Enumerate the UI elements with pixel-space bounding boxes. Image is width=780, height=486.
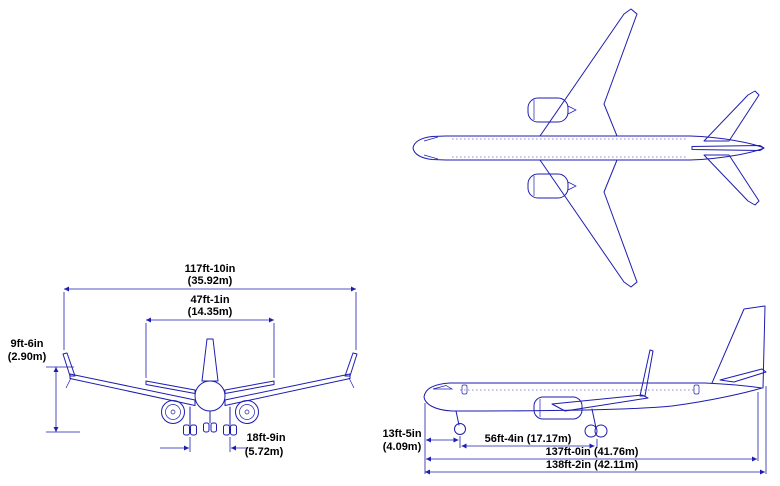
side-view-nose-gear-wheel bbox=[454, 423, 466, 435]
gear-track-dim-metric: (5.72m) bbox=[245, 446, 284, 458]
top-view-left-wing bbox=[539, 8, 638, 137]
front-view-fuselage bbox=[194, 380, 226, 412]
side-view-wing bbox=[551, 394, 649, 412]
side-view-main-gear-wheel-a bbox=[584, 424, 598, 438]
overall-length-dim-label: 138ft-2in (42.11m) bbox=[546, 459, 639, 471]
front-view-left-engine bbox=[161, 400, 185, 424]
gear-track-dimension: 18ft-9in (5.72m) bbox=[160, 432, 286, 458]
top-view-right-stabilizer bbox=[703, 154, 760, 206]
front-view-vertical-fin bbox=[201, 338, 219, 382]
front-view-left-stabilizer bbox=[145, 380, 196, 394]
front-view-right-winglet-lower-blade bbox=[348, 377, 355, 389]
side-view-front-door bbox=[461, 384, 468, 395]
side-view-winglet bbox=[639, 349, 654, 397]
front-view-left-winglet-lower-blade bbox=[65, 377, 72, 389]
height-dim-value: 9ft-6in bbox=[11, 338, 44, 350]
top-view bbox=[412, 8, 765, 288]
top-view-vertical-fin bbox=[691, 145, 765, 151]
nose-to-gear-dim-value: 13ft-5in bbox=[382, 428, 421, 440]
top-view-right-engine bbox=[527, 173, 569, 199]
side-view-engine bbox=[533, 396, 583, 420]
side-view-rear-door bbox=[693, 384, 700, 395]
front-view-nose-gear-wheel-left bbox=[203, 422, 210, 433]
top-view-left-engine bbox=[527, 97, 569, 123]
front-view-right-wing bbox=[224, 373, 351, 406]
gear-base-dim-label: 56ft-4in (17.17m) bbox=[485, 433, 572, 445]
gear-base-dimension: 56ft-4in (17.17m) bbox=[461, 433, 595, 449]
top-view-right-wing bbox=[539, 159, 638, 288]
wingspan-dim-metric: (35.92m) bbox=[188, 275, 233, 287]
stab-span-dim-value: 47ft-1in bbox=[190, 294, 229, 306]
top-view-right-engine-inlet bbox=[533, 176, 577, 196]
side-view-main-gear-strut bbox=[591, 408, 597, 429]
top-view-fuselage bbox=[412, 135, 765, 161]
nose-to-gear-dim-metric: (4.09m) bbox=[383, 441, 422, 453]
front-view-right-engine-fan bbox=[239, 404, 255, 420]
front-view-right-engine-core bbox=[244, 409, 250, 415]
fuselage-length-dim-label: 137ft-0in (41.76m) bbox=[546, 446, 639, 458]
front-view-right-stabilizer bbox=[224, 380, 275, 394]
front-view-left-winglet bbox=[62, 352, 76, 377]
side-view-nose-gear-strut bbox=[455, 410, 460, 426]
side-view bbox=[423, 305, 767, 438]
front-view-nose-gear-wheel-right bbox=[210, 422, 217, 433]
side-view-fuselage bbox=[423, 382, 763, 412]
side-view-main-gear-wheel-b bbox=[594, 424, 608, 438]
front-view-left-main-gear-wheel-a bbox=[183, 424, 190, 436]
gear-track-dim-value: 18ft-9in bbox=[246, 432, 285, 444]
top-view-left-stabilizer bbox=[703, 90, 760, 142]
front-view-right-main-gear-wheel-a bbox=[223, 424, 230, 436]
front-view-left-wing bbox=[69, 373, 196, 406]
side-dim-extension-lines bbox=[424, 386, 767, 474]
front-view-left-engine-core bbox=[170, 409, 176, 415]
front-view-right-main-gear-wheel-b bbox=[230, 424, 237, 436]
side-view-cockpit-windows bbox=[432, 385, 454, 390]
front-view-left-engine-fan bbox=[165, 404, 181, 420]
top-view-cockpit-windows bbox=[423, 136, 439, 160]
wingspan-dim-value: 117ft-10in bbox=[185, 263, 236, 275]
wingspan-dimension: 117ft-10in (35.92m) bbox=[63, 263, 357, 350]
stab-span-dimension: 47ft-1in (14.35m) bbox=[145, 294, 275, 378]
side-view-vertical-fin bbox=[711, 305, 766, 389]
nose-to-gear-dimension: 13ft-5in (4.09m) bbox=[382, 428, 459, 453]
overall-length-dimension: 138ft-2in (42.11m) bbox=[425, 459, 765, 475]
height-dim-metric: (2.90m) bbox=[8, 351, 47, 363]
front-view-right-engine bbox=[235, 400, 259, 424]
side-view-horizontal-stab bbox=[719, 368, 767, 383]
stab-span-dim-metric: (14.35m) bbox=[188, 306, 233, 318]
front-view-left-main-gear-wheel-b bbox=[190, 424, 197, 436]
height-dimension: 9ft-6in (2.90m) bbox=[8, 338, 80, 433]
top-view-left-engine-inlet bbox=[533, 100, 577, 120]
fuselage-length-dimension: 137ft-0in (41.76m) bbox=[426, 446, 757, 462]
front-view-right-winglet bbox=[344, 352, 358, 377]
front-view bbox=[62, 338, 358, 436]
